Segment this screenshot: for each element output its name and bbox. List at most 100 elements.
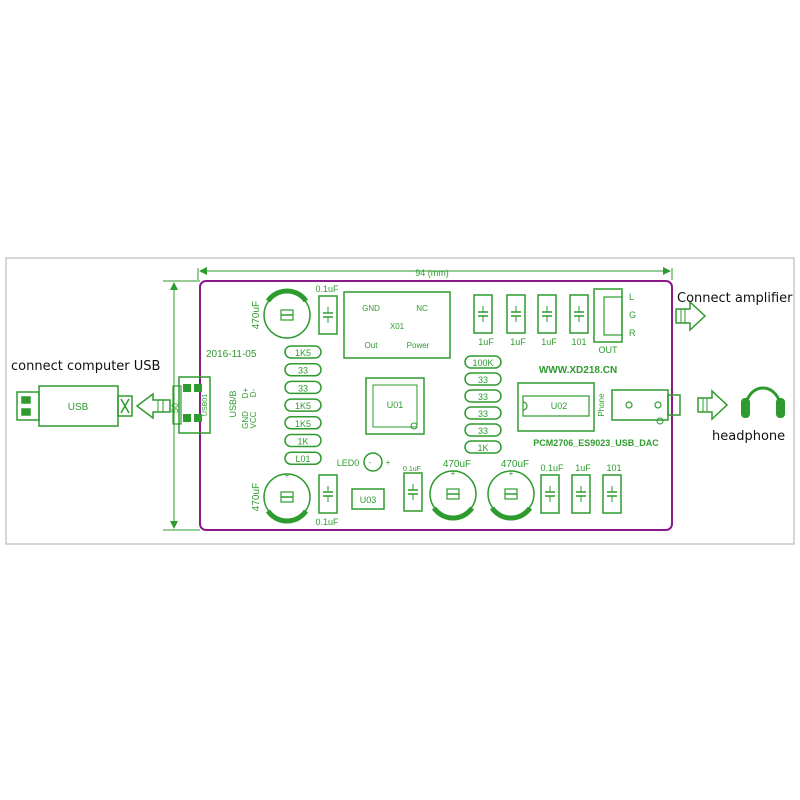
resistor: 1K5 [284,398,322,412]
cap-470uf-center: 470uF [443,459,471,470]
small-capacitor [318,474,338,514]
usb-plug-label: USB [68,402,89,413]
cap-label-6: 101 [571,337,586,347]
out-pin-l: L [629,292,634,302]
headphone-icon [741,386,785,418]
usb-pin-dplus: D+ [241,387,250,398]
out-header [593,288,623,343]
board-date: 2016-11-05 [206,349,257,360]
led-label: LED0 [337,458,360,468]
resistor: 1K [284,433,322,448]
small-capacitor [403,472,423,512]
callout-headphone: headphone [712,429,785,444]
resistor-label: 1K5 [295,419,311,429]
resistor: 1K5 [284,416,322,430]
crystal-nc-label: NC [416,304,428,313]
chip-u03 [351,488,385,510]
board-outline [199,280,673,531]
resistor-label: 1K5 [295,401,311,411]
resistor-label: 33 [478,375,488,385]
usb-pin-dminus: D- [249,388,258,397]
resistor: 33 [464,389,502,403]
small-capacitor [506,294,526,334]
small-capacitors [318,294,622,514]
usb-b-port [172,376,211,434]
svg-text:+: + [509,469,514,478]
resistor: 33 [284,362,322,377]
small-capacitor [318,295,338,335]
usb-pin-gnd: GND [241,411,250,429]
board-model: PCM2706_ES9023_USB_DAC [533,438,659,448]
electrolytic-capacitor-center: + [429,469,477,521]
usb-port-type: USB/B [228,390,238,417]
led-minus: - [369,458,372,467]
arrow-left-icon [135,392,171,420]
led-icon [363,452,383,472]
resistor-label: 33 [298,383,308,393]
cap-470uf-top-left: 470uF [251,301,262,329]
out-pin-r: R [629,328,636,338]
out-header-label: OUT [599,345,619,355]
dimension-width-label: 94 (mm) [415,268,449,278]
chip-u02-label: U02 [551,401,568,411]
svg-text:+: + [285,471,290,480]
cap-470uf-bottom-left: 470uF [251,483,262,511]
crystal-power-label: Power [407,341,430,350]
phone-jack [611,389,681,425]
out-pin-g: G [629,310,636,320]
outer-frame [5,257,795,545]
resistor-label: L01 [295,454,310,464]
resistor-column-left: 1K5 33 33 1K5 1K5 1K L01 [284,345,322,465]
resistor: 33 [464,406,502,420]
resistor: L01 [284,451,322,465]
cap-label-5: 1uF [541,337,557,347]
resistor-label: 1K [477,443,488,453]
small-capacitor [569,294,589,334]
board-website: WWW.XD218.CN [539,365,617,376]
resistor-label: 33 [478,426,488,436]
crystal-label: X01 [390,322,405,331]
small-capacitor [537,294,557,334]
usb-plug-icon [16,385,133,427]
crystal-x01-box [343,291,451,359]
resistor-label: 33 [298,366,308,376]
cap-470uf-right: 470uF [501,459,529,470]
electrolytic-capacitor-top-left [263,288,311,339]
resistor-label: 1K5 [295,348,311,358]
small-capacitor [571,474,591,514]
electrolytic-capacitor-right: + [487,469,535,521]
cap-label-8: 0.1uF [540,463,564,473]
cap-label-1: 0.1uF [315,284,339,294]
callout-usb: connect computer USB [11,359,160,374]
resistor-column-right: 100K 33 33 33 33 1K [464,355,502,454]
resistor-label: 33 [478,392,488,402]
cap-label-3: 1uF [478,337,494,347]
resistor: 1K5 [284,345,322,359]
chip-u02 [517,382,595,432]
cap-label-2: 0.1uF [315,517,339,527]
resistor: 100K [464,355,502,369]
chip-u03-label: U03 [360,495,377,505]
resistor: 33 [464,372,502,386]
arrow-right-icon [697,389,729,421]
small-capacitor [540,474,560,514]
cap-label-4: 1uF [510,337,526,347]
resistor-label: 1K [297,437,308,447]
phone-jack-label: Phone [597,393,606,417]
resistor-label: 100K [472,358,493,368]
crystal-gnd-label: GND [362,304,380,313]
chip-u01 [365,377,425,435]
cap-label-10: 101 [606,463,621,473]
crystal-out-label: Out [365,341,379,350]
callout-amplifier: Connect amplifier [677,291,793,306]
chip-u01-label: U01 [387,400,404,410]
small-capacitor [473,294,493,334]
resistor: 1K [464,440,502,454]
resistor-label: 33 [478,409,488,419]
led-plus: + [386,458,391,467]
usb-pin-vcc: VCC [249,411,258,428]
dimension-width [197,267,673,280]
usb-port-name: USB01 [202,394,209,416]
